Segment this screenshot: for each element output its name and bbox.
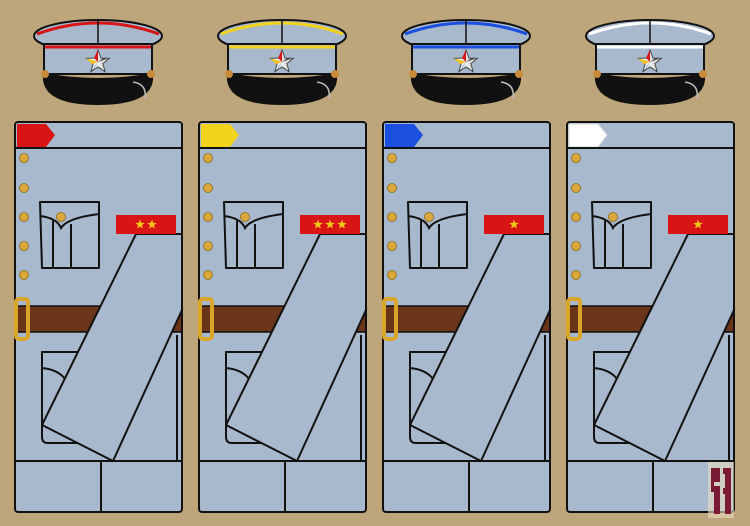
chinstrap-button <box>331 70 339 78</box>
cap-visor <box>410 73 522 105</box>
rank-star-icon <box>135 219 145 229</box>
breast-pocket-flap <box>223 213 284 231</box>
star-segment-black <box>98 58 110 62</box>
belt-buckle <box>382 297 398 341</box>
pocket-button <box>608 212 618 222</box>
multicolor-star-icon <box>269 48 295 73</box>
belt-buckle <box>566 297 582 341</box>
tunic-button <box>19 183 29 193</box>
star-segment-red <box>646 50 650 62</box>
rank-star-icon <box>147 219 157 229</box>
belt-buckle <box>14 297 30 341</box>
chinstrap-button <box>593 70 601 78</box>
uniform-1 <box>14 19 183 513</box>
multicolor-star-icon <box>637 48 663 73</box>
star-segment-red <box>462 50 466 62</box>
tunic-button <box>203 183 213 193</box>
tunic-button <box>387 212 397 222</box>
tunic-button <box>571 153 581 163</box>
tunic-button <box>203 270 213 280</box>
star-segment-yellow <box>638 58 650 64</box>
pocket-button <box>240 212 250 222</box>
chinstrap-button <box>41 70 49 78</box>
peaked-cap <box>33 19 163 105</box>
tunic-button <box>19 241 29 251</box>
rank-star-icon <box>693 219 703 229</box>
tunic-button <box>387 241 397 251</box>
visor-highlight <box>132 81 146 99</box>
tunic-button <box>203 212 213 222</box>
tunic-button <box>571 270 581 280</box>
uniform-2 <box>198 19 367 513</box>
uniform-3 <box>382 19 551 513</box>
peaked-cap <box>217 19 347 105</box>
cap-visor <box>594 73 706 105</box>
chinstrap-button <box>147 70 155 78</box>
star-segment-red <box>94 50 98 62</box>
collar-tab <box>385 124 423 147</box>
breast-pocket <box>223 201 284 269</box>
tunic-button <box>203 241 213 251</box>
collar-tab <box>201 124 239 147</box>
visor-highlight <box>684 81 698 99</box>
visor-highlight <box>316 81 330 99</box>
cap-visor <box>226 73 338 105</box>
tunic-button <box>571 183 581 193</box>
star-segment-blue <box>91 62 98 72</box>
star-segment-black <box>282 58 294 62</box>
rank-star-icon <box>325 219 335 229</box>
rank-star-icon <box>509 219 519 229</box>
chinstrap-button <box>225 70 233 78</box>
chinstrap-button <box>515 70 523 78</box>
multicolor-star-icon <box>453 48 479 73</box>
tunic-button <box>387 153 397 163</box>
rank-star-icon <box>313 219 323 229</box>
collar-tab <box>568 123 608 148</box>
tunic-button <box>19 270 29 280</box>
star-segment-black <box>466 58 478 62</box>
tunic-button <box>571 212 581 222</box>
cap-visor <box>42 73 154 105</box>
uniform-4 <box>566 19 735 513</box>
visor-highlight <box>500 81 514 99</box>
chinstrap-button <box>699 70 707 78</box>
chinstrap-button <box>409 70 417 78</box>
tunic <box>382 121 551 513</box>
pocket-button <box>424 212 434 222</box>
star-segment-blue <box>643 62 650 72</box>
tunic-button <box>203 153 213 163</box>
tunic-button <box>387 183 397 193</box>
star-segment-blue <box>459 62 466 72</box>
pocket-button <box>56 212 66 222</box>
breast-pocket <box>591 201 652 269</box>
rank-star-icon <box>337 219 347 229</box>
star-segment-yellow <box>454 58 466 64</box>
peaked-cap <box>401 19 531 105</box>
tunic <box>566 121 735 513</box>
tunic-button <box>19 212 29 222</box>
collar-tab <box>17 124 55 147</box>
breast-pocket-flap <box>407 213 468 231</box>
belt-buckle <box>198 297 214 341</box>
tunic <box>14 121 183 513</box>
star-segment-yellow <box>270 58 282 64</box>
multicolor-star-icon <box>85 48 111 73</box>
star-segment-blue <box>275 62 282 72</box>
star-segment-black <box>650 58 662 62</box>
breast-pocket-flap <box>591 213 652 231</box>
tunic <box>198 121 367 513</box>
tunic-button <box>571 241 581 251</box>
tunic-button <box>19 153 29 163</box>
tunic-button <box>387 270 397 280</box>
star-segment-red <box>278 50 282 62</box>
star-segment-yellow <box>86 58 98 64</box>
monogram-logo <box>708 462 734 518</box>
rank-insignia <box>116 215 176 234</box>
peaked-cap <box>585 19 715 105</box>
breast-pocket-flap <box>39 213 100 231</box>
breast-pocket <box>39 201 100 269</box>
breast-pocket <box>407 201 468 269</box>
